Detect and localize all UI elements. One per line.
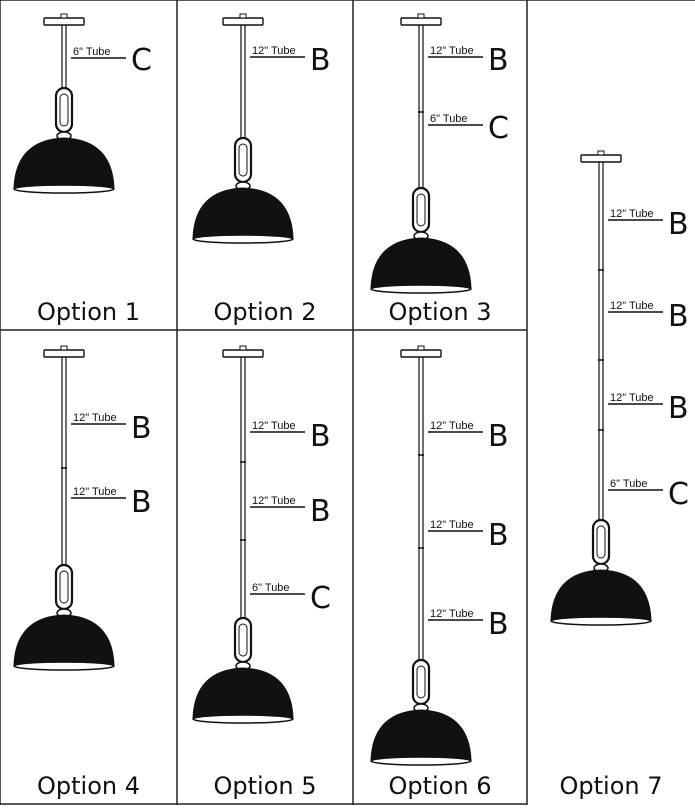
tube-label: 12" Tube [252, 420, 296, 432]
chain-link-inner [416, 665, 426, 699]
tube-code: B [488, 518, 509, 553]
tube-label: 12" Tube [73, 412, 117, 424]
canopy-stem [597, 150, 605, 156]
tube-code: B [488, 419, 509, 454]
shade-rim [13, 184, 115, 194]
pendant-shade-icon [13, 137, 115, 189]
tube-label: 12" Tube [252, 45, 296, 57]
canopy-stem [60, 345, 68, 351]
tube-code: B [310, 43, 331, 78]
pendant-shade-icon [192, 667, 294, 719]
tube-label: 6" Tube [610, 478, 648, 490]
chain-link-inner [59, 570, 69, 604]
tube-label: 12" Tube [610, 208, 654, 220]
tube-label: 12" Tube [73, 486, 117, 498]
tube-code: B [131, 485, 152, 520]
pendant-shade-icon [550, 569, 652, 621]
shade-rim [550, 616, 652, 626]
tube-code: B [668, 391, 689, 426]
chain-link-inner [238, 623, 248, 657]
tube-code: B [488, 607, 509, 642]
chain-link-inner [59, 93, 69, 127]
canopy-icon [400, 17, 442, 26]
tube-code: B [488, 43, 509, 78]
chain-link-icon [54, 563, 74, 611]
chain-link-icon [411, 658, 431, 706]
tube-code: C [668, 477, 689, 512]
option-caption: Option 1 [37, 298, 140, 326]
chain-link-inner [416, 193, 426, 227]
option-caption: Option 5 [214, 772, 317, 800]
tube-code: C [131, 43, 152, 78]
tube-code: B [310, 494, 331, 529]
shade-rim [370, 284, 472, 294]
tube-label: 12" Tube [430, 45, 474, 57]
option-2: 12" Tube B Option 2 [192, 13, 331, 326]
tube-label: 12" Tube [610, 300, 654, 312]
tube-code: C [488, 111, 509, 146]
tube-label: 12" Tube [252, 495, 296, 507]
pendant-shade-icon [370, 237, 472, 289]
option-3: 12" Tube B 6" Tube C Option 3 [370, 13, 509, 326]
chain-link-icon [591, 518, 611, 566]
option-1: 6" Tube C Option 1 [13, 13, 152, 326]
chain-link-icon [54, 86, 74, 134]
canopy-icon [580, 154, 622, 163]
option-caption: Option 2 [214, 298, 317, 326]
canopy-stem [417, 13, 425, 19]
shade-rim [192, 234, 294, 244]
canopy-icon [400, 349, 442, 358]
tube-label: 12" Tube [610, 392, 654, 404]
tube-label: 12" Tube [430, 608, 474, 620]
chain-link-inner [596, 525, 606, 559]
pendant-shade-icon [370, 709, 472, 761]
tube-code: B [131, 411, 152, 446]
canopy-icon [43, 349, 85, 358]
option-caption: Option 6 [389, 772, 492, 800]
canopy-stem [239, 345, 247, 351]
canopy-icon [43, 17, 85, 26]
chain-link-icon [411, 186, 431, 234]
canopy-stem [417, 345, 425, 351]
tube-code: B [668, 299, 689, 334]
canopy-icon [222, 349, 264, 358]
canopy-icon [222, 17, 264, 26]
shade-rim [13, 661, 115, 671]
option-caption: Option 3 [389, 298, 492, 326]
tube-label: 6" Tube [430, 113, 468, 125]
tube-label: 6" Tube [252, 582, 290, 594]
tube-code: C [310, 581, 331, 616]
tube-label: 12" Tube [430, 420, 474, 432]
tube-label: 6" Tube [73, 46, 111, 58]
chain-link-icon [233, 616, 253, 664]
option-caption: Option 4 [37, 772, 140, 800]
tube-code: B [668, 207, 689, 242]
option-caption: Option 7 [560, 772, 663, 800]
pendant-shade-icon [13, 614, 115, 666]
shade-rim [370, 756, 472, 766]
tube-label: 12" Tube [430, 519, 474, 531]
canopy-stem [60, 13, 68, 19]
canopy-stem [239, 13, 247, 19]
tube-code: B [310, 419, 331, 454]
pendant-shade-icon [192, 187, 294, 239]
shade-rim [192, 714, 294, 724]
chain-link-inner [238, 143, 248, 177]
chain-link-icon [233, 136, 253, 184]
